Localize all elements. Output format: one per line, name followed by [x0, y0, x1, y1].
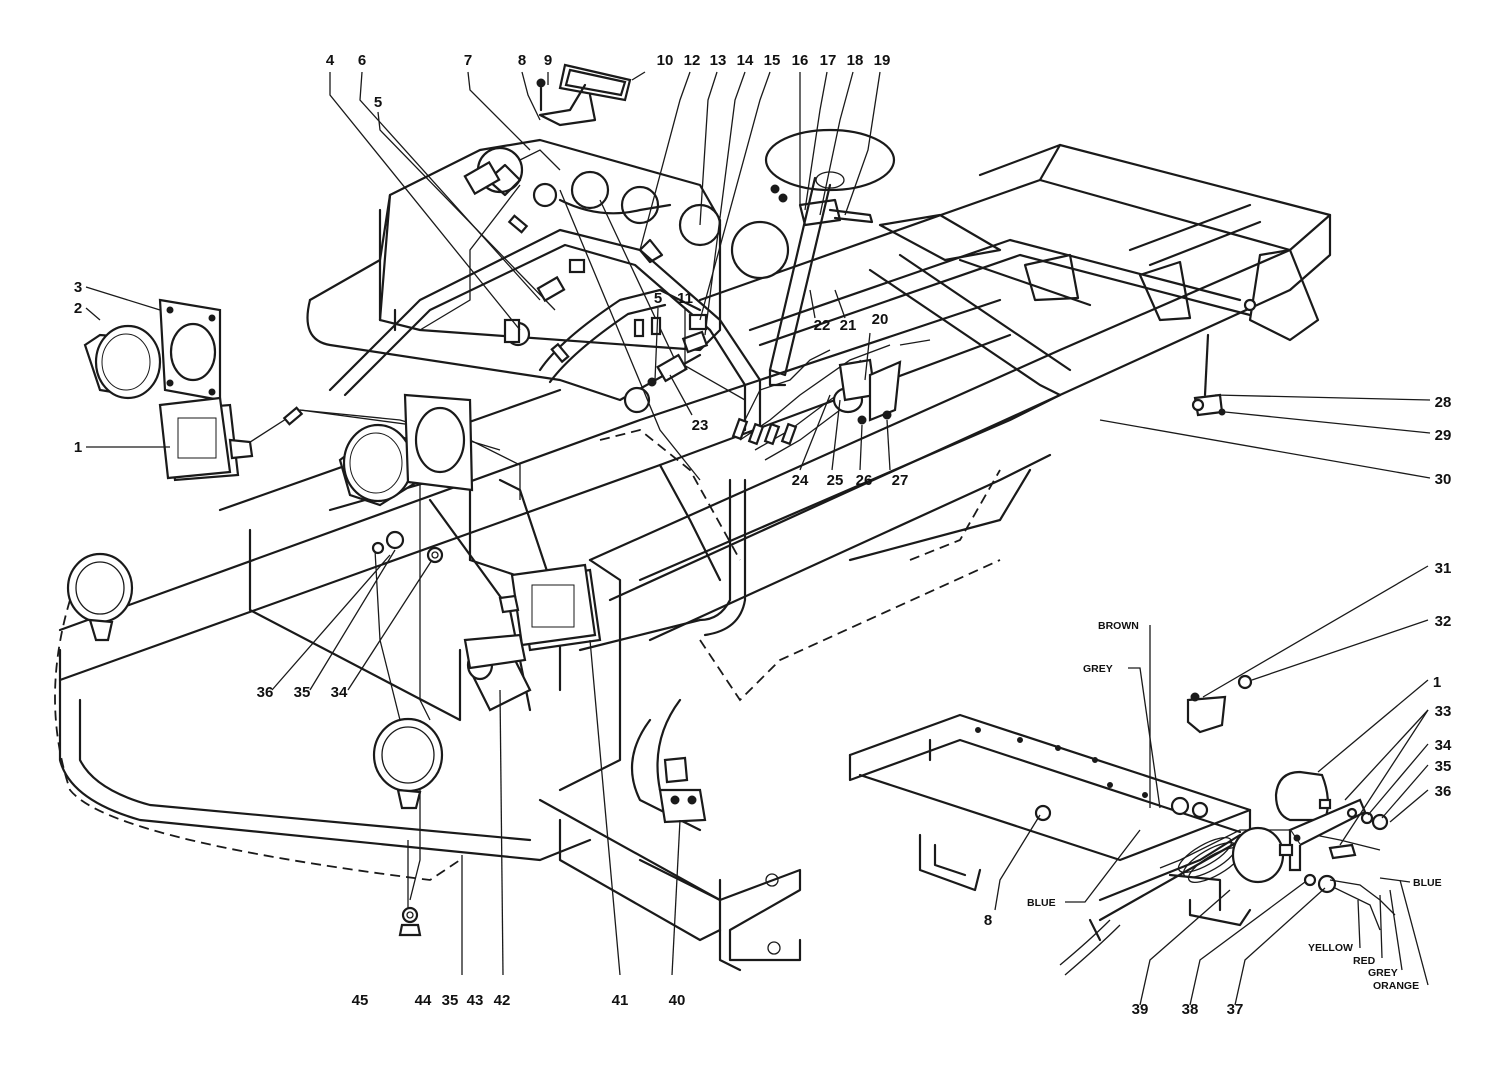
wire-color-labels: BROWN GREY BLUE BLUE YELLOW RED GREY ORA… — [1027, 620, 1442, 992]
callout-1: 1 — [74, 439, 82, 456]
callout-34b: 34 — [1435, 737, 1452, 754]
callout-32: 32 — [1435, 613, 1452, 630]
callout-18: 18 — [847, 52, 864, 69]
callout-labels: 1 2 3 4 5 6 7 8 9 10 12 13 14 15 16 17 1… — [74, 52, 1452, 1018]
callout-11: 11 — [677, 290, 693, 307]
wire-label-grey-top: GREY — [1083, 663, 1113, 675]
callout-9: 9 — [544, 52, 552, 69]
callout-10: 10 — [657, 52, 674, 69]
callout-44: 44 — [415, 992, 432, 1009]
dash-panel — [306, 138, 790, 414]
callout-42: 42 — [494, 992, 511, 1009]
callout-28: 28 — [1435, 394, 1452, 411]
callout-31: 31 — [1435, 560, 1452, 577]
callout-4: 4 — [326, 52, 335, 69]
callout-6: 6 — [358, 52, 366, 69]
chassis-frame — [54, 143, 1332, 972]
callout-22: 22 — [814, 317, 831, 334]
callout-37: 37 — [1227, 1001, 1244, 1018]
callout-24: 24 — [792, 472, 809, 489]
callout-16: 16 — [792, 52, 809, 69]
callout-12: 12 — [684, 52, 701, 69]
callout-15: 15 — [764, 52, 781, 69]
wire-label-brown: BROWN — [1098, 620, 1139, 632]
callout-19: 19 — [874, 52, 891, 69]
steering-assembly — [764, 128, 896, 387]
callout-1b: 1 — [1433, 674, 1441, 691]
callout-29: 29 — [1435, 427, 1452, 444]
callout-5b: 5 — [654, 290, 662, 307]
callout-17: 17 — [820, 52, 837, 69]
leader-lines — [85, 71, 1431, 1006]
callout-33: 33 — [1435, 703, 1452, 720]
callout-30: 30 — [1435, 471, 1452, 488]
callout-5a: 5 — [374, 94, 382, 111]
callout-40: 40 — [669, 992, 686, 1009]
callout-14: 14 — [737, 52, 754, 69]
callout-8a: 8 — [518, 52, 526, 69]
callout-38: 38 — [1182, 1001, 1199, 1018]
callout-35b: 35 — [1435, 758, 1452, 775]
callout-36b: 36 — [1435, 783, 1452, 800]
callout-20: 20 — [872, 311, 889, 328]
callout-3: 3 — [74, 279, 82, 296]
callout-7: 7 — [464, 52, 472, 69]
wire-label-blue-right: BLUE — [1413, 877, 1442, 889]
callout-34: 34 — [331, 684, 348, 701]
wire-label-orange: ORANGE — [1373, 980, 1419, 992]
wiring-harness — [229, 149, 931, 901]
rear-inset-view — [848, 674, 1396, 976]
callout-13: 13 — [710, 52, 727, 69]
callout-8b: 8 — [984, 912, 992, 929]
callout-45: 45 — [352, 992, 369, 1009]
callout-36: 36 — [257, 684, 274, 701]
callout-2: 2 — [74, 300, 82, 317]
callout-35: 35 — [294, 684, 311, 701]
callout-25: 25 — [827, 472, 844, 489]
callout-26: 26 — [856, 472, 873, 489]
callout-41: 41 — [612, 992, 629, 1009]
callout-35c: 35 — [442, 992, 459, 1009]
callout-23: 23 — [692, 417, 709, 434]
wire-label-red: RED — [1353, 955, 1376, 967]
callout-39: 39 — [1132, 1001, 1149, 1018]
callout-27: 27 — [892, 472, 909, 489]
callout-21: 21 — [840, 317, 857, 334]
callout-43: 43 — [467, 992, 484, 1009]
wire-label-yellow: YELLOW — [1308, 942, 1353, 954]
lamp-assemblies — [66, 63, 1257, 937]
wire-label-blue-left: BLUE — [1027, 897, 1056, 909]
wire-label-grey-bottom: GREY — [1368, 967, 1398, 979]
